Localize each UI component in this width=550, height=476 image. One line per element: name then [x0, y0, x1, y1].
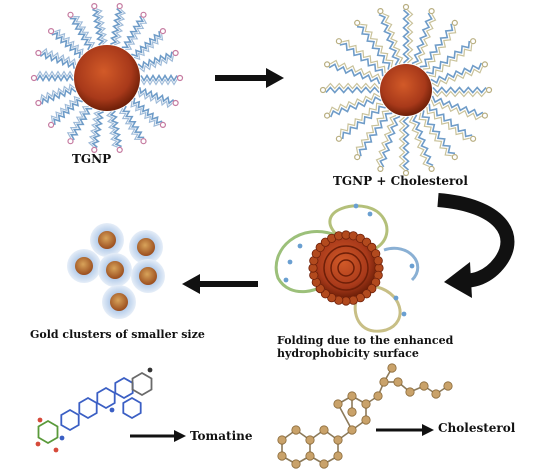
folded-nanoparticle [274, 203, 420, 333]
arrow-to-gold-clusters [182, 274, 258, 294]
arrow-tgnp-to-cholesterol [215, 68, 284, 88]
gold-clusters-label: Gold clusters of smaller size [30, 328, 205, 341]
tgnp-ligand-shell [30, 2, 184, 153]
tomatine-label: Tomatine [190, 429, 253, 443]
tgnp-cholesterol-gold-core [380, 64, 432, 116]
tomatine-structure [35, 367, 153, 453]
curved-arrow-down [437, 193, 515, 298]
cholesterol-structure [277, 363, 453, 469]
tgnp-cholesterol-label: TGNP + Cholesterol [333, 174, 468, 188]
tgnp-gold-core [74, 45, 140, 111]
folding-label: Folding due to the enhanced hydrophobici… [277, 334, 454, 361]
cholesterol-label: Cholesterol [438, 421, 516, 435]
tgnp-cholesterol-ligand-shell [319, 3, 493, 177]
tgnp-label: TGNP [72, 152, 112, 166]
arrow-to-tomatine [130, 430, 186, 442]
arrow-to-cholesterol [376, 424, 434, 436]
gold-clusters [67, 223, 165, 319]
